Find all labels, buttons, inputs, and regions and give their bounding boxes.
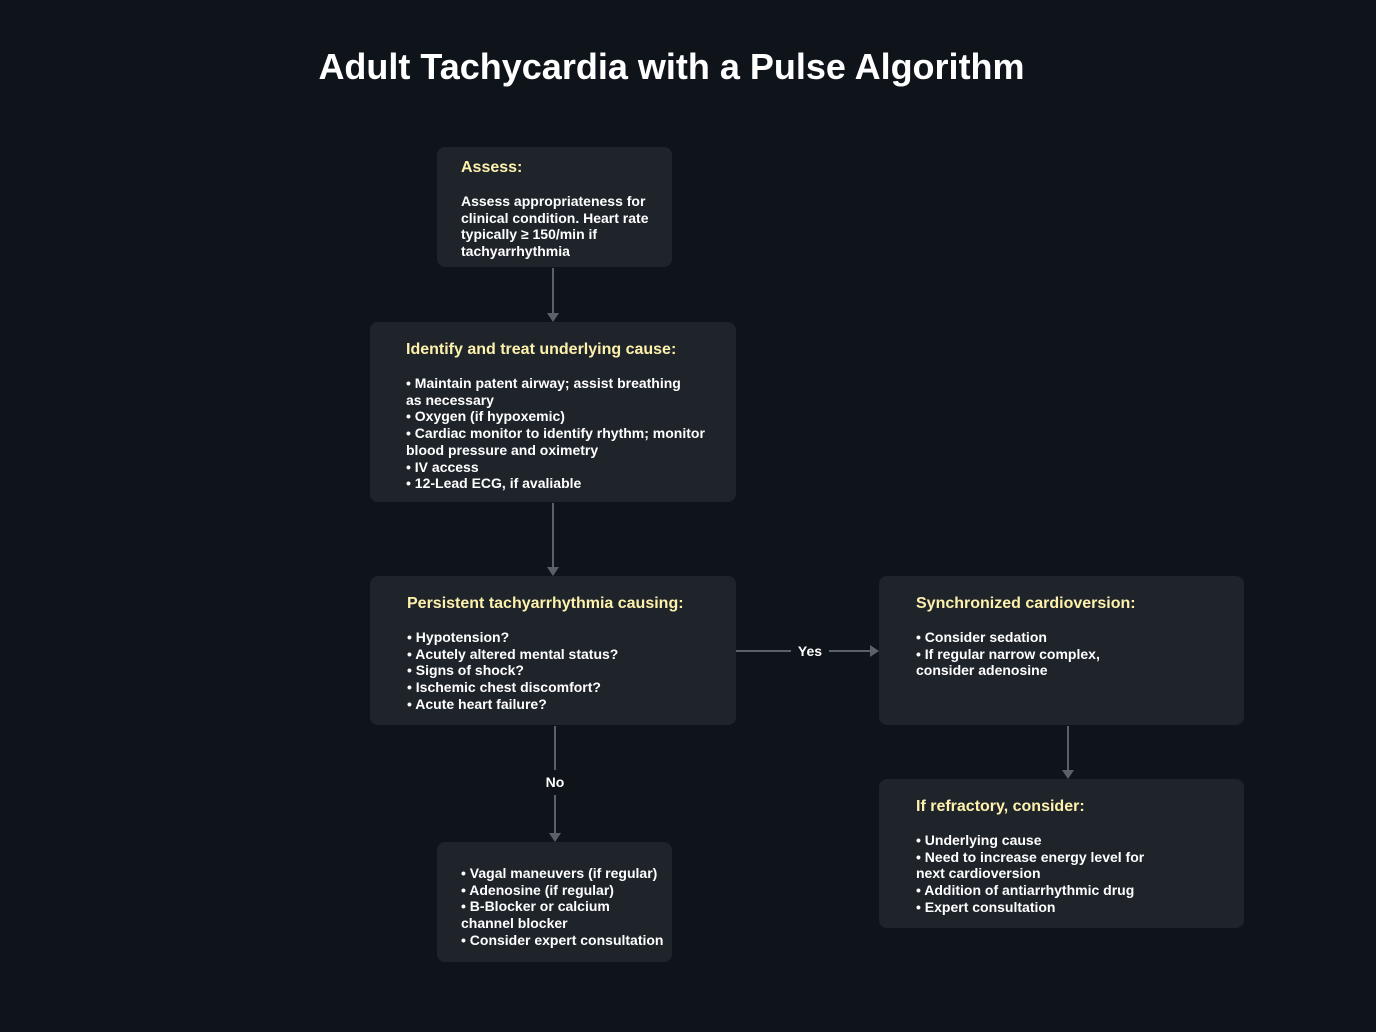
edge-label-yes: Yes xyxy=(798,643,822,659)
arrowhead-icon xyxy=(547,567,559,576)
arrow-assess-to-identify xyxy=(547,268,559,322)
list-item: • Addition of antiarrhythmic drug xyxy=(916,882,1135,899)
node-synchronized-cardioversion: Synchronized cardioversion: • Consider s… xyxy=(879,576,1244,725)
list-item: • Oxygen (if hypoxemic) xyxy=(406,408,565,425)
node-heading: Synchronized cardioversion: xyxy=(916,595,1136,612)
node-text: Assess appropriateness for clinical cond… xyxy=(461,193,649,260)
list-item: • Acute heart failure? xyxy=(407,695,547,712)
list-item: • Adenosine (if regular) xyxy=(461,881,614,898)
arrowhead-icon xyxy=(1062,770,1074,779)
list-item: • Need to increase energy level for next… xyxy=(916,848,1145,882)
arrow-persistent-no-to-stable: No xyxy=(546,726,565,842)
list-item: • Consider sedation xyxy=(916,629,1047,645)
list-item: • Underlying cause xyxy=(916,832,1042,848)
node-body: • Underlying cause • Need to increase en… xyxy=(916,832,1244,916)
list-item: • Acutely altered mental status? xyxy=(407,645,619,662)
arrow-identify-to-persistent xyxy=(547,503,559,576)
list-item: • B-Blocker or calcium channel blocker xyxy=(461,898,610,932)
arrow-synchronized-to-refractory xyxy=(1062,726,1074,779)
edge-label-no: No xyxy=(546,774,565,790)
list-item: • If regular narrow complex, consider ad… xyxy=(916,645,1100,679)
list-item: • Ischemic chest discomfort? xyxy=(407,679,601,696)
list-item: • Expert consultation xyxy=(916,898,1056,915)
node-heading: If refractory, consider: xyxy=(916,798,1085,815)
node-heading: Assess: xyxy=(461,159,523,176)
arrowhead-icon xyxy=(549,833,561,842)
arrowhead-icon xyxy=(547,313,559,322)
list-item: • IV access xyxy=(406,458,479,475)
node-heading: Identify and treat underlying cause: xyxy=(406,341,677,358)
arrowhead-icon xyxy=(870,645,879,657)
node-body: • Hypotension? • Acutely altered mental … xyxy=(407,629,736,713)
list-item: • Maintain patent airway; assist breathi… xyxy=(406,375,681,408)
list-item: • Hypotension? xyxy=(407,629,510,645)
list-item: • Cardiac monitor to identify rhythm; mo… xyxy=(406,425,705,458)
node-if-refractory: If refractory, consider: • Underlying ca… xyxy=(879,779,1244,928)
node-assess: Assess: Assess appropriateness for clini… xyxy=(437,147,672,267)
page-title: Adult Tachycardia with a Pulse Algorithm xyxy=(318,46,1025,87)
node-body: • Vagal maneuvers (if regular) • Adenosi… xyxy=(461,865,672,949)
node-heading: Persistent tachyarrhythmia causing: xyxy=(407,595,684,612)
node-body: • Consider sedation • If regular narrow … xyxy=(916,629,1244,679)
node-persistent-tachyarrhythmia: Persistent tachyarrhythmia causing: • Hy… xyxy=(370,576,736,725)
list-item: • Consider expert consultation xyxy=(461,931,664,948)
node-stable-management: • Vagal maneuvers (if regular) • Adenosi… xyxy=(437,842,672,962)
list-item: • Signs of shock? xyxy=(407,662,524,679)
node-body: • Maintain patent airway; assist breathi… xyxy=(406,375,736,492)
list-item: • Vagal maneuvers (if regular) xyxy=(461,865,658,881)
list-item: • 12-Lead ECG, if avaliable xyxy=(406,475,582,492)
arrow-persistent-yes-to-synchronized: Yes xyxy=(736,643,879,659)
node-identify-treat-cause: Identify and treat underlying cause: • M… xyxy=(370,322,736,502)
node-body: Assess appropriateness for clinical cond… xyxy=(461,193,672,260)
